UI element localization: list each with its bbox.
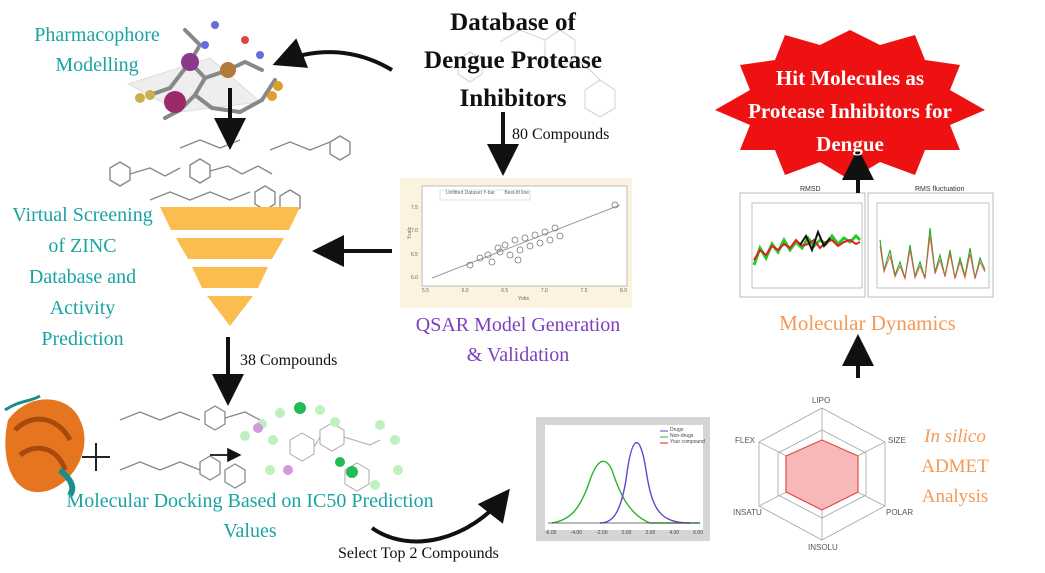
radar-axis-label: SIZE: [888, 436, 906, 445]
hit-label: Hit Molecules as Protease Inhibitors for…: [700, 62, 1000, 161]
pharmacophore-label: Pharmacophore Modelling: [26, 20, 168, 80]
boiled-egg-plot: [536, 417, 710, 541]
virtual-screening-line: of ZINC: [48, 235, 117, 257]
egg-xtick: -2.00: [596, 530, 608, 536]
pharmacophore-label-line: Pharmacophore: [34, 24, 160, 46]
md-rmsd-plot: [739, 192, 866, 298]
radar-axis-label: FLEX: [735, 436, 756, 445]
qsar-ytick: 7.0: [411, 228, 418, 235]
qsar-xtick: 6.5: [501, 288, 509, 294]
screening-funnel: [160, 207, 300, 326]
qsar-label-line: & Validation: [466, 344, 570, 366]
virtual-screening-line: Database and: [28, 266, 137, 288]
docking-label: Molecular Docking Based on IC50 Predicti…: [15, 486, 485, 546]
qsar-yticks: 6.0 6.5 7.0 7.5: [411, 205, 418, 281]
hit-label-line: Dengue: [816, 132, 884, 156]
interaction-diagram: [240, 402, 403, 492]
admet-label-line: Analysis: [921, 486, 989, 507]
flow-arrows: [212, 38, 874, 406]
egg-xtick: -4.00: [570, 530, 582, 536]
egg-legend-item: Drugs: [670, 427, 684, 433]
qsar-xtick: 8.0: [620, 288, 627, 294]
qsar-xtick: 6.0: [461, 288, 469, 294]
docking-label-line: Values: [223, 520, 277, 542]
protein-cartoon: [4, 394, 110, 497]
admet-label: In silico ADMET Analysis: [905, 422, 1005, 512]
virtual-screening-line: Activity: [49, 297, 116, 319]
egg-legend-item: Your compound: [670, 439, 705, 445]
hit-label-line: Hit Molecules as: [775, 66, 925, 90]
qsar-plot: [400, 178, 632, 308]
egg-xticks: -6.00 -4.00 -2.00 0.00 2.00 4.00 6.00: [545, 530, 703, 536]
database-title-line: Inhibitors: [459, 85, 567, 112]
egg-legend: Drugs Non-drugs Your compound: [670, 427, 705, 445]
qsar-count-label: 80 Compounds: [512, 126, 610, 143]
qsar-legend-item: Unfitted Dataset Y-bar: [446, 190, 495, 196]
database-title-line: Dengue Protease: [424, 47, 602, 74]
qsar-label-line: QSAR Model Generation: [415, 314, 621, 336]
qsar-xtick: 7.0: [540, 288, 548, 294]
radar-axis-label: POLAR: [886, 508, 914, 517]
pharmacophore-label-line: Modelling: [55, 54, 139, 76]
egg-xtick: 6.00: [693, 530, 703, 536]
database-molecule-watermark: [457, 29, 616, 118]
egg-xtick: 2.00: [645, 530, 656, 536]
qsar-xticks: 5.5 6.0 6.5 7.0 7.5 8.0: [422, 288, 627, 294]
docking-label-line: Molecular Docking Based on IC50 Predicti…: [66, 490, 434, 512]
egg-xtick: -6.00: [545, 530, 557, 536]
database-title: Database of Dengue Protease Inhibitors: [398, 4, 628, 118]
docking-molecules: [119, 405, 261, 489]
radar-axis-label: INSOLU: [808, 543, 838, 552]
hit-label-line: Protease Inhibitors for: [748, 99, 952, 123]
screening-molecules: [109, 135, 351, 215]
virtual-screening-line: Virtual Screening: [12, 204, 153, 226]
admet-label-line: ADMET: [921, 456, 989, 477]
admet-label-line: In silico: [924, 426, 986, 447]
qsar-legend: Unfitted Dataset Y-bar Best-fit line: [446, 190, 529, 196]
egg-legend-item: Non-drugs: [670, 433, 694, 439]
egg-xtick: 4.00: [669, 530, 680, 536]
qsar-xtick: 5.5: [422, 288, 429, 294]
docking-count-label: 38 Compounds: [240, 352, 338, 369]
pharmacophore-molecule: [126, 21, 283, 120]
md-rmsf-plot: [867, 192, 994, 298]
egg-xtick: 0.00: [621, 530, 632, 536]
qsar-xtick: 7.5: [580, 288, 588, 294]
database-title-line: Database of: [450, 9, 576, 36]
md-label: Molecular Dynamics: [779, 311, 956, 335]
select-top-label: Select Top 2 Compounds: [338, 545, 499, 562]
qsar-ytick: 6.0: [411, 274, 418, 281]
qsar-ytick: 6.5: [411, 251, 418, 258]
radar-axis-label: INSATU: [733, 508, 762, 517]
qsar-legend-item: Best-fit line: [504, 190, 530, 196]
qsar-xlabel: Yobs: [518, 296, 529, 302]
hit-starburst: [715, 30, 985, 180]
virtual-screening-label: Virtual Screening of ZINC Database and A…: [0, 200, 165, 355]
rmsf-title: RMS fluctuation: [915, 186, 965, 193]
radar-axis-label: LIPO: [812, 396, 831, 405]
qsar-ytick: 7.5: [411, 205, 418, 211]
qsar-label: QSAR Model Generation & Validation: [398, 310, 638, 370]
virtual-screening-line: Prediction: [41, 328, 124, 350]
admet-radar-chart: [742, 405, 902, 555]
rmsd-title: RMSD: [800, 186, 821, 193]
